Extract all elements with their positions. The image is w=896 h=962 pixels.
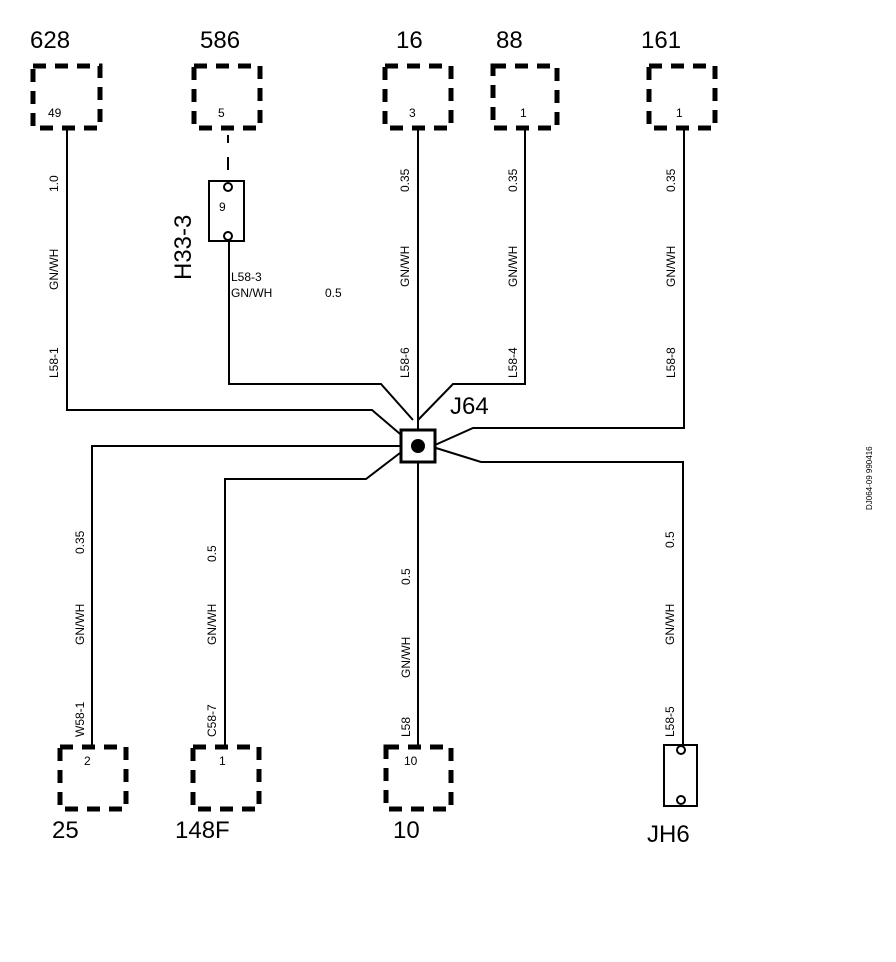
wire-88-color: GN/WH: [506, 246, 520, 287]
connector-161: 161 1: [641, 27, 718, 131]
inline-connector-label: H33-3: [170, 215, 197, 280]
wire-88-size: 0.35: [506, 168, 520, 192]
wire-148f-color: GN/WH: [205, 604, 219, 645]
wire-148f-id: C58-7: [205, 704, 219, 737]
terminal-bottom: [676, 795, 686, 805]
wire-labels-161: 0.35 GN/WH L58-8: [664, 168, 678, 378]
terminal-top: [223, 182, 233, 192]
connector-586-box: [191, 63, 263, 131]
connector-16-pin: 3: [409, 106, 416, 120]
wire-jh6-id: L58-5: [663, 706, 677, 737]
wire-labels-88: 0.35 GN/WH L58-4: [506, 168, 520, 378]
wire-jh6-size: 0.5: [663, 531, 677, 548]
connector-628-box: [30, 63, 103, 131]
connector-586-pin: 5: [218, 106, 225, 120]
connector-10-pin: 10: [404, 754, 418, 768]
splice-dot: [411, 439, 425, 453]
connector-148f: 1 148F: [175, 744, 262, 844]
connector-161-label: 161: [641, 27, 681, 54]
wire-labels-586: L58-3 GN/WH 0.5: [231, 270, 342, 300]
wire-labels-148f: 0.5 GN/WH C58-7: [205, 545, 219, 737]
connector-88-pin: 1: [520, 106, 527, 120]
connector-628-label: 628: [30, 27, 70, 54]
wire-jh6: [435, 447, 684, 745]
wire-161-color: GN/WH: [664, 246, 678, 287]
wire-586-color: GN/WH: [231, 286, 272, 300]
connector-148f-pin: 1: [219, 754, 226, 768]
wire-148f-size: 0.5: [205, 545, 219, 562]
connector-628: 628 49: [30, 27, 103, 131]
wire-10-color: GN/WH: [399, 637, 413, 678]
splice-j64: J64: [399, 393, 489, 464]
wire-586-id: L58-3: [231, 270, 262, 284]
connector-jh6-label: JH6: [647, 821, 690, 848]
wire-586: [228, 240, 414, 421]
connector-161-box: [646, 63, 718, 131]
terminal-bottom: [223, 231, 233, 241]
connector-25-pin: 2: [84, 754, 91, 768]
wire-25-color: GN/WH: [73, 604, 87, 645]
connector-10-label: 10: [393, 817, 420, 844]
inline-connector-h33-3: 9 H33-3: [170, 135, 245, 280]
connector-16: 16 3: [382, 27, 454, 131]
connector-148f-label: 148F: [175, 817, 230, 844]
inline-connector-pin: 9: [219, 200, 226, 214]
connector-586-label: 586: [200, 27, 240, 54]
wire-161: [434, 130, 685, 446]
wire-161-size: 0.35: [664, 168, 678, 192]
wire-88: [417, 130, 526, 421]
wire-628-id: L58-1: [47, 347, 61, 378]
wire-25-size: 0.35: [73, 530, 87, 554]
wire-88-id: L58-4: [506, 347, 520, 378]
connector-jh6: JH6: [647, 744, 698, 848]
wire-labels-10: 0.5 GN/WH L58: [399, 568, 413, 737]
splice-label: J64: [450, 393, 489, 420]
wire-10-id: L58: [399, 717, 413, 737]
connector-25-box: [57, 744, 129, 812]
wire-148f: [224, 452, 401, 745]
wire-jh6-color: GN/WH: [663, 604, 677, 645]
wire-labels-jh6: 0.5 GN/WH L58-5: [663, 531, 677, 737]
connector-16-box: [382, 63, 454, 131]
wire-16-color: GN/WH: [398, 246, 412, 287]
connector-10-box: [383, 744, 454, 812]
wire-161-id: L58-8: [664, 347, 678, 378]
connector-161-pin: 1: [676, 106, 683, 120]
connector-88: 88 1: [490, 27, 560, 131]
wire-16-id: L58-6: [398, 347, 412, 378]
wire-10-size: 0.5: [399, 568, 413, 585]
document-code: DJ064-09 990416: [865, 446, 874, 510]
wire-25: [91, 445, 400, 745]
wire-628-color: GN/WH: [47, 249, 61, 290]
wire-16-size: 0.35: [398, 168, 412, 192]
wire-25-id: W58-1: [73, 701, 87, 737]
wire-labels-25: 0.35 GN/WH W58-1: [73, 530, 87, 737]
wire-labels-16: 0.35 GN/WH L58-6: [398, 168, 412, 378]
connector-88-box: [490, 63, 560, 131]
connector-628-pin: 49: [48, 106, 62, 120]
terminal-top: [676, 745, 686, 755]
connector-148f-box: [190, 744, 262, 812]
connector-10: 10 10: [383, 744, 454, 844]
wire-628-size: 1.0: [47, 175, 61, 192]
connector-586: 586 5: [191, 27, 263, 131]
connector-25: 2 25: [52, 744, 129, 844]
connector-88-label: 88: [496, 27, 523, 54]
connector-16-label: 16: [396, 27, 423, 54]
connector-25-label: 25: [52, 817, 79, 844]
wire-586-size: 0.5: [325, 286, 342, 300]
wire-labels-628: 1.0 GN/WH L58-1: [47, 175, 61, 378]
wire-628: [66, 130, 414, 446]
